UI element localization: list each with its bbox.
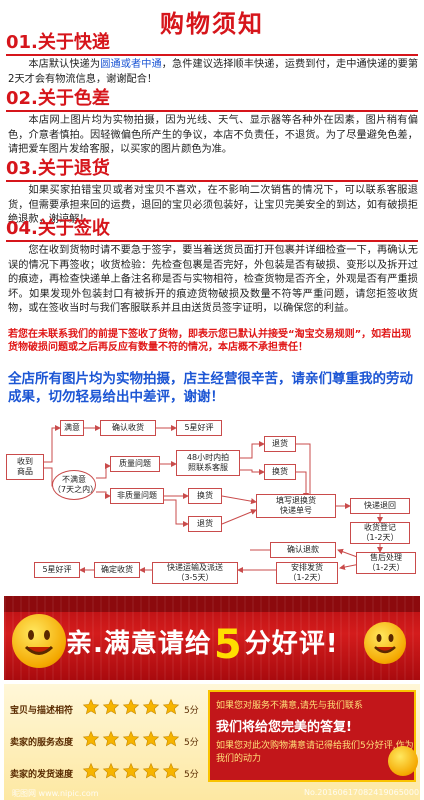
flow-receive-goods: 收到商品 [6,454,44,480]
contact-us-box: 如果您对服务不满意,请先与我们联系 我们将给您完美的答复! 如果您对此次购物满意… [208,690,416,782]
express-text-2: ，急件建议选择顺丰快递，运费到付，走中通快递的要第2天才会有物流信息，谢谢配合！ [8,59,419,85]
flow-non-quality-issue: 非质量问题 [110,488,164,504]
rating-row-description: 宝贝与描述相符 5分 [10,698,210,720]
flow-five-star-top: 5星好评 [176,420,222,436]
star-icon [122,730,140,747]
star-icon [82,698,100,715]
rating-label: 卖家的服务态度 [10,737,74,748]
express-text-1: 本店默认快递为 [28,59,101,70]
section-divider [6,110,418,112]
appeal-text: 全店所有图片均为实物拍摄，店主经营很辛苦，请亲们尊重我的劳动成果，切勿轻易给出中… [8,371,413,405]
rating-label: 卖家的发货速度 [10,769,74,780]
contact-promise: 我们将给您完美的答复! [216,720,352,735]
section-heading-return: 03.关于退货 [6,158,110,179]
contact-note: 如果您对服务不满意,请先与我们联系 [216,701,363,711]
flow-refund-1: 退货 [264,436,296,452]
flow-confirm-refund: 确认退款 [270,542,336,558]
smiley-face-icon [24,630,54,655]
flow-express-deliver: 快递运输及派送（3-5天） [152,562,238,584]
banner-top-band [4,596,420,612]
star-icon [142,730,160,747]
after-sale-flowchart: 收到商品 满意 确认收货 5星好评 不满意（7天之内） 质量问题 48小时内拍照… [0,412,424,592]
star-icon [162,698,180,715]
page-title: 购物须知 [160,10,264,38]
banner-texture [4,596,420,680]
star-icon [162,762,180,779]
rating-row-shipping: 卖家的发货速度 5分 [10,762,210,784]
praise-banner: 亲.满意请给5分好评! [4,596,420,680]
flow-exchange-2: 换货 [188,488,222,504]
star-icon [102,762,120,779]
express-paragraph: 本店默认快递为圆通或者中通，急件建议选择顺丰快递，运费到付，走中通快递的要第2天… [8,58,418,87]
star-icon [122,762,140,779]
star-icon [162,730,180,747]
rating-stars [82,730,182,752]
banner-text-post: 分好评! [244,629,339,659]
rating-score: 5分 [184,737,199,748]
flow-exchange-1: 换货 [264,464,296,480]
contact-request: 如果您对此次购物满意请记得给我们5分好评,作为我们的动力 [216,741,414,764]
star-icon [122,698,140,715]
banner-five: 5 [213,622,243,668]
star-icon [82,730,100,747]
banner-headline: 亲.满意请给5分好评! [66,622,339,668]
flow-quality-issue: 质量问题 [110,456,160,472]
rating-label: 宝贝与描述相符 [10,705,74,716]
smiley-face-icon [374,634,396,654]
rating-stars [82,698,182,720]
sign-paragraph: 您在收到货物时请不要急于签字，要当着送货员面打开包裹并详细检查一下，再确认无误的… [8,245,418,314]
smiley-small-icon [388,746,418,776]
color-paragraph: 本店网上图片均为实物拍摄，因为光线、天气、显示器等各种外在因素，图片稍有偏色，介… [8,115,418,155]
star-icon [102,730,120,747]
smiley-icon-right [364,622,406,664]
section-divider [6,240,418,242]
banner-text-pre: 亲.满意请给 [66,629,212,659]
rating-row-service: 卖家的服务态度 5分 [10,730,210,752]
watermark: 昵图网 www.nipic.com [12,789,99,798]
flow-fill-tracking: 填写退换货快递单号 [256,494,336,518]
watermark-id: No.20160617082419065000 [304,788,420,797]
notice-text: 若您在未联系我们的前提下签收了货物，即表示您已默认并接受“淘宝交易规则”，如若出… [8,329,412,353]
rating-stars [82,762,182,784]
star-icon [142,762,160,779]
flow-after-sale: 售后处理（1-2天） [356,552,416,574]
section-divider [6,54,418,56]
rating-score: 5分 [184,769,199,780]
star-icon [142,698,160,715]
flow-satisfied: 满意 [60,420,84,436]
star-icon [82,762,100,779]
section-heading-sign: 04.关于签收 [6,218,110,239]
flow-contact-48h: 48小时内拍照联系客服 [176,450,240,476]
express-highlight: 圆通或者中通 [100,59,162,70]
star-icon [102,698,120,715]
flow-express-return: 快递退回 [350,498,410,514]
flow-refund-2: 退货 [188,516,222,532]
rating-score: 5分 [184,705,199,716]
section-heading-color: 02.关于色差 [6,88,110,109]
flow-received-register: 收货登记（1-2天） [350,522,410,544]
section-heading-express: 01.关于快递 [6,32,110,53]
ratings-panel: 宝贝与描述相符 5分 卖家的服务态度 5分 卖家的发货速度 5分 如果您对服务不… [4,684,420,800]
flow-confirm-receipt: 确认收货 [100,420,156,436]
flow-arrange-ship: 安排发货（1-2天） [276,562,338,584]
flow-confirm-receive: 确定收货 [94,562,140,578]
flow-unsatisfied: 不满意（7天之内） [52,470,98,500]
smiley-icon [12,614,66,668]
section-divider [6,180,418,182]
flow-five-star-bottom: 5星好评 [34,562,80,578]
return-paragraph: 如果买家拍错宝贝或者对宝贝不喜欢，在不影响二次销售的情况下，可以联系客服退货，但… [8,185,418,225]
